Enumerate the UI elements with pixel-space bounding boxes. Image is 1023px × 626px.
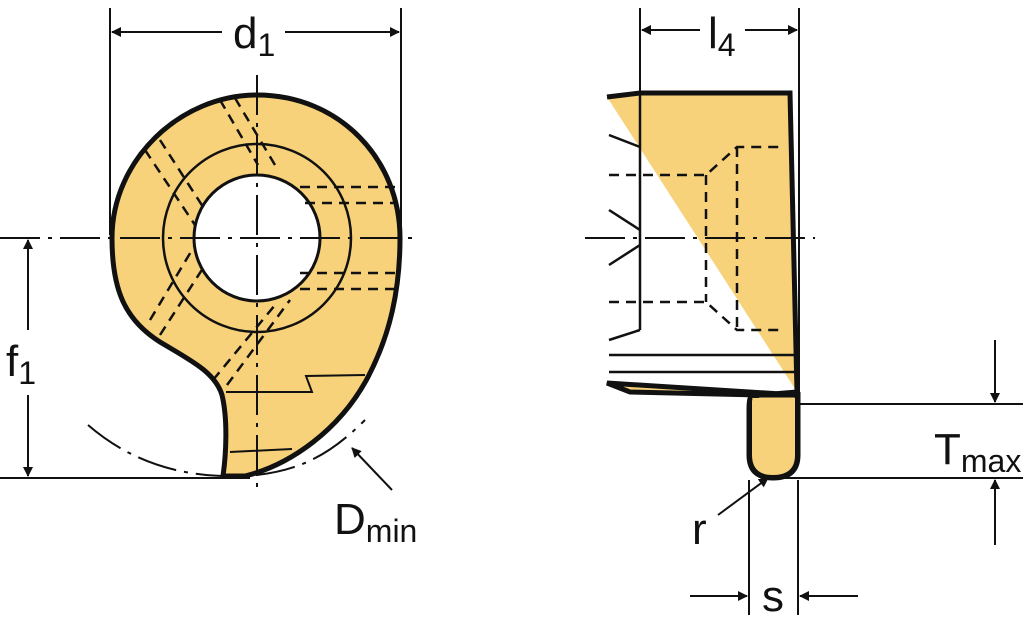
s-label: s	[762, 575, 784, 619]
dmin-main: D	[334, 495, 366, 544]
r-label: r	[692, 508, 707, 552]
d1-sub: 1	[257, 27, 276, 63]
dmin-arc	[87, 419, 366, 478]
dmin-label: Dmin	[334, 495, 418, 549]
hidden-lines-front	[143, 97, 395, 386]
tmax-label: Tmax	[934, 425, 1022, 479]
f1-main: f	[6, 337, 19, 386]
f1-label: f1	[6, 337, 37, 391]
chipbreaker-line	[226, 374, 366, 393]
l4-main: l	[708, 9, 718, 58]
f1-sub: 1	[18, 355, 37, 391]
dmin-sub: min	[365, 513, 418, 549]
tmax-main: T	[934, 425, 961, 474]
tmax-sub: max	[960, 443, 1022, 479]
s-main: s	[762, 572, 784, 621]
r-main: r	[692, 505, 707, 554]
d1-label: d1	[233, 9, 276, 63]
d1-main: d	[233, 9, 258, 58]
l4-label: l4	[708, 9, 736, 63]
side-detail-lines	[608, 95, 795, 374]
l4-sub: 4	[717, 27, 736, 63]
